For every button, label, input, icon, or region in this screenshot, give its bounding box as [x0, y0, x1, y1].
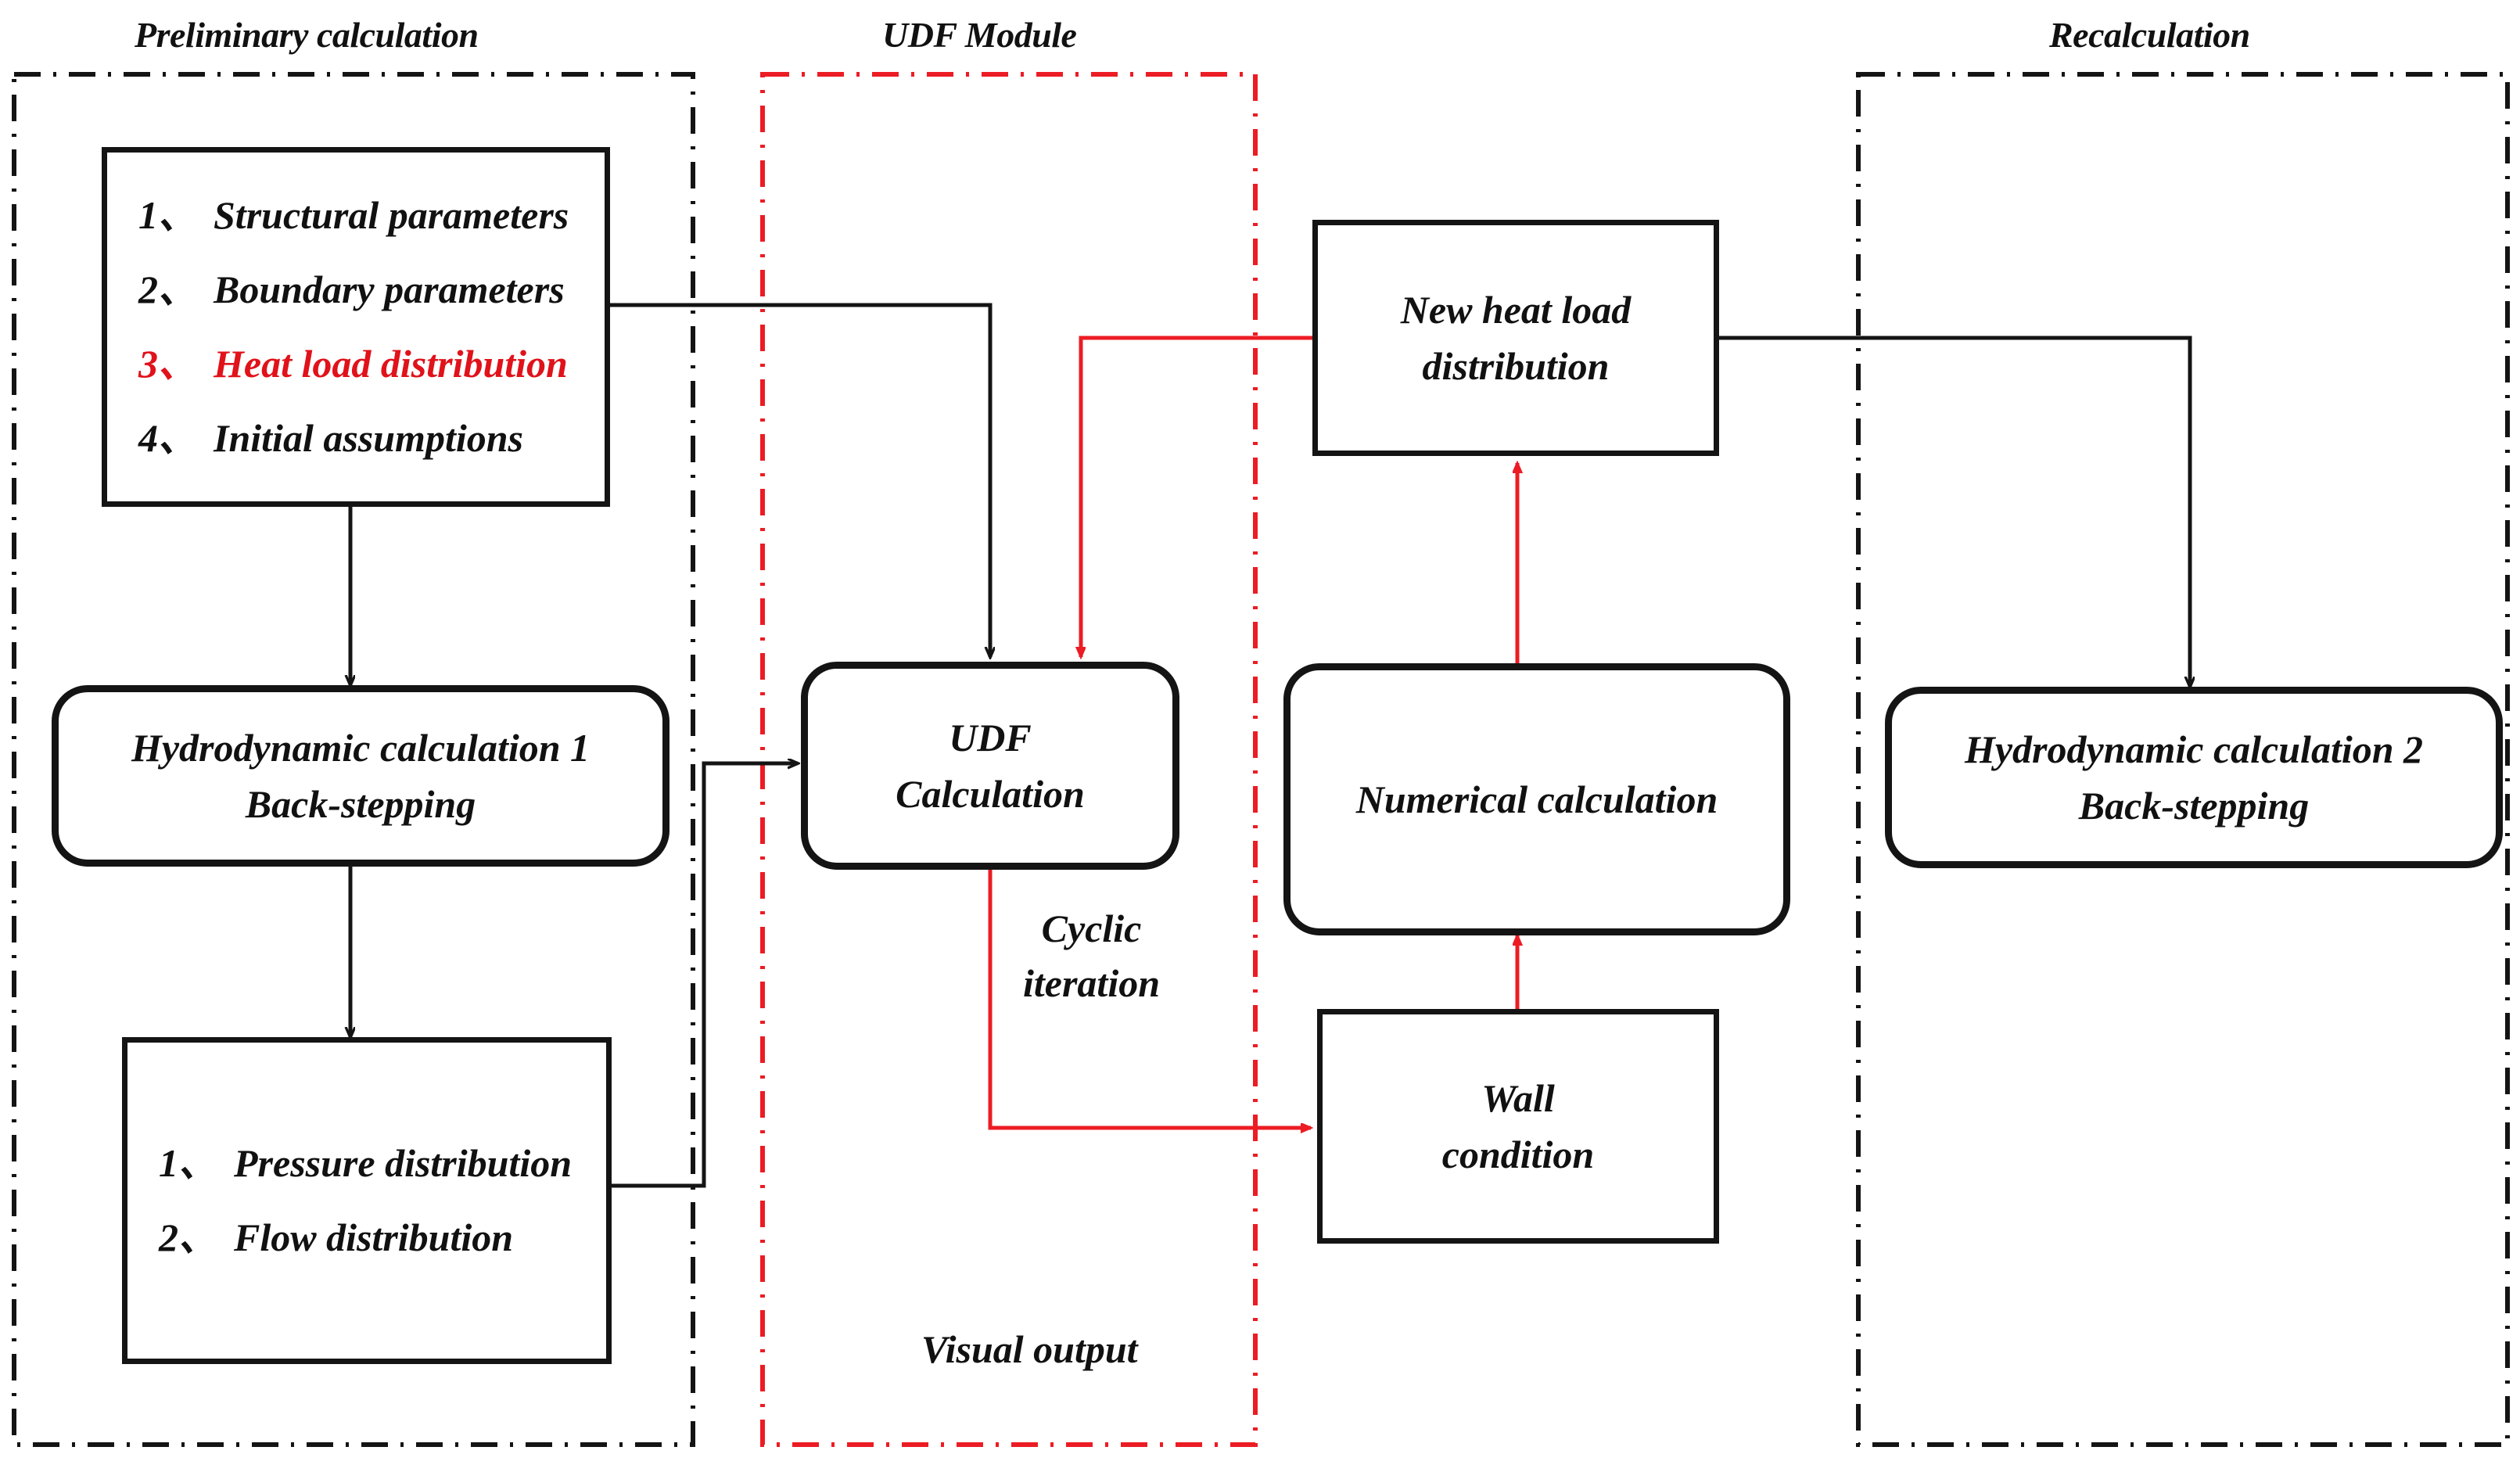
panel-title-preliminary: Preliminary calculation: [135, 15, 479, 55]
node-label-line: condition: [1441, 1133, 1595, 1176]
node-results[interactable]: 1、 Pressure distribution 2、 Flow distrib…: [122, 1037, 612, 1364]
list-item-highlighted: 3、 Heat load distribution: [138, 327, 568, 401]
list-item-label: Heat load distribution: [214, 342, 568, 386]
list-item: 1、 Pressure distribution: [159, 1126, 572, 1201]
node-hydrodynamic-calculation-1[interactable]: Hydrodynamic calculation 1 Back-stepping: [52, 685, 669, 867]
edge-results-to-udf: [612, 763, 798, 1188]
panel-title-udf: UDF Module: [882, 15, 1077, 55]
panel-frame-preliminary: [12, 72, 695, 1447]
list-item-number: 4、: [138, 416, 197, 460]
list-item: 1、 Structural parameters: [138, 178, 569, 253]
node-label-line: Wall: [1481, 1075, 1555, 1120]
list-item-label: Structural parameters: [214, 193, 569, 237]
edge-inputs-to-udf: [602, 303, 990, 657]
node-new-heat-load-distribution[interactable]: New heat load distribution: [1312, 220, 1719, 456]
edge-label-cyclic-iteration: Cyclic iteration: [1023, 901, 1160, 1011]
list-item-number: 2、: [138, 267, 197, 311]
list-item-number: 2、: [159, 1215, 217, 1259]
panel-frame-recalculation: [1856, 72, 2510, 1447]
list-item-number: 1、: [138, 193, 197, 237]
node-inputs[interactable]: 1、 Structural parameters 2、 Boundary par…: [102, 147, 610, 507]
list-item: 4、 Initial assumptions: [138, 401, 523, 476]
node-label-line: Numerical calculation: [1355, 777, 1718, 821]
node-label-line: Hydrodynamic calculation 1: [131, 725, 591, 770]
list-item: 2、 Flow distribution: [159, 1201, 513, 1275]
node-label-line: UDF: [949, 715, 1032, 759]
edge-newload-to-udf: [1081, 336, 1312, 657]
node-label-line: Back-stepping: [245, 782, 476, 826]
edge-newload-to-hydro2: [1719, 336, 2190, 687]
list-item-label: Boundary parameters: [214, 267, 565, 311]
list-item-label: Pressure distribution: [234, 1141, 573, 1185]
list-item-label: Flow distribution: [234, 1215, 514, 1259]
edge-label-line: iteration: [1023, 961, 1161, 1005]
node-hydrodynamic-calculation-2[interactable]: Hydrodynamic calculation 2 Back-stepping: [1885, 687, 2503, 868]
node-label-line: Back-stepping: [2078, 784, 2310, 828]
node-label-line: New heat load: [1400, 287, 1632, 332]
node-label-line: Hydrodynamic calculation 2: [1964, 727, 2424, 771]
node-numerical-calculation[interactable]: Numerical calculation: [1283, 663, 1790, 935]
node-wall-condition[interactable]: Wall condition: [1317, 1009, 1719, 1244]
list-item-label: Initial assumptions: [214, 416, 523, 460]
node-label-line: Calculation: [896, 772, 1085, 816]
list-item-number: 3、: [138, 342, 197, 386]
node-label-line: distribution: [1422, 344, 1610, 388]
panel-title-recalculation: Recalculation: [2049, 15, 2250, 55]
edge-udf-to-wall: [988, 870, 1311, 1128]
list-item-number: 1、: [159, 1141, 217, 1185]
node-udf-calculation[interactable]: UDF Calculation: [801, 662, 1179, 870]
panel-caption-visual-output: Visual output: [921, 1327, 1138, 1371]
list-item: 2、 Boundary parameters: [138, 253, 565, 327]
edge-label-line: Cyclic: [1041, 907, 1142, 950]
